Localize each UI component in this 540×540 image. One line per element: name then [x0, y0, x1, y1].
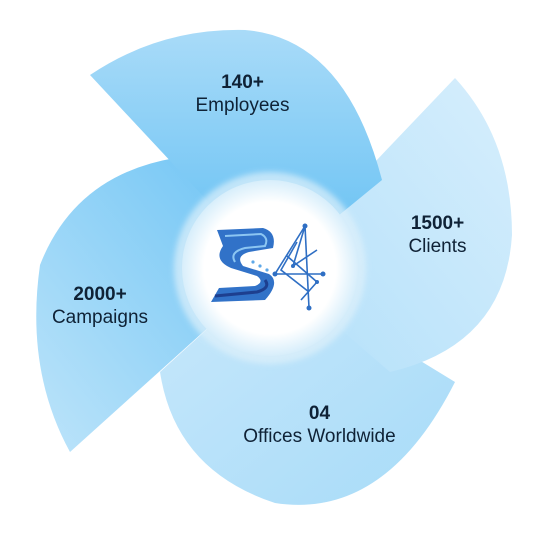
stat-employees: 140+ Employees [170, 72, 315, 118]
stat-campaigns-value: 2000+ [73, 284, 127, 305]
stat-clients: 1500+ Clients [385, 213, 490, 259]
stat-employees-label: Employees [195, 94, 290, 116]
stat-offices-label: Offices Worldwide [243, 425, 396, 447]
s4-logo-icon [211, 223, 326, 311]
stat-offices-value: 04 [308, 403, 331, 424]
stat-offices: 04 Offices Worldwide [212, 403, 427, 449]
center-ring [182, 180, 358, 356]
stat-campaigns: 2000+ Campaigns [30, 284, 170, 330]
stat-employees-value: 140+ [221, 72, 264, 93]
stat-clients-label: Clients [408, 235, 467, 257]
stat-clients-value: 1500+ [410, 213, 465, 234]
stat-campaigns-label: Campaigns [51, 306, 149, 328]
